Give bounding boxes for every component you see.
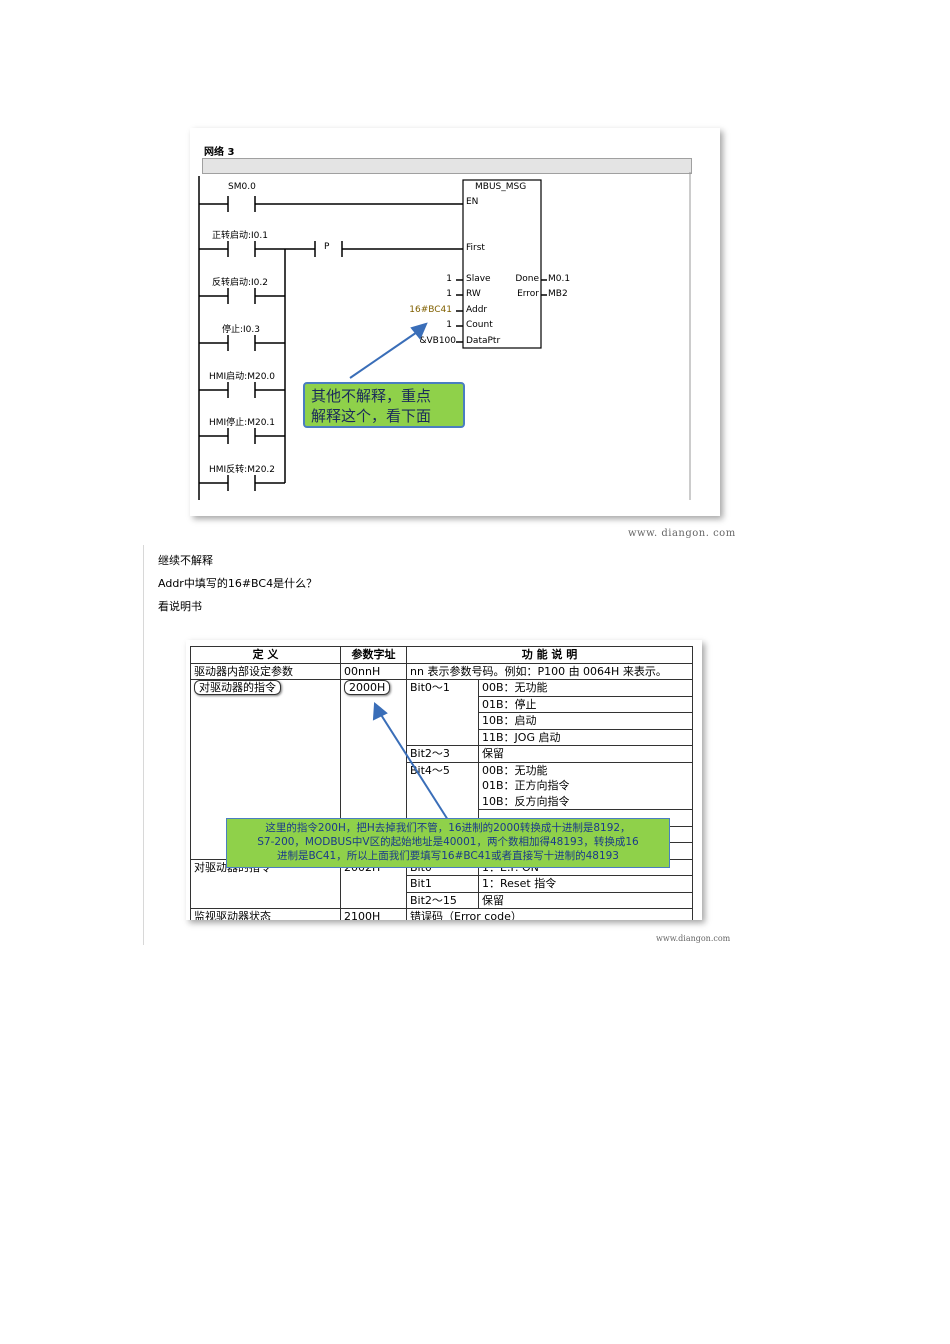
highlight-address: 2000H <box>344 680 391 695</box>
table-row: 01B：正方向指令 <box>191 778 693 794</box>
paragraph: 继续不解释 <box>158 554 213 567</box>
callout-note: 其他不解释，重点 解释这个，看下面 <box>303 382 465 428</box>
table-cell: 00B：无功能 <box>478 679 693 697</box>
input-value: 1 <box>446 274 452 284</box>
output-pin: Done <box>515 274 539 284</box>
callout-line: 这里的指令200H，把H去掉我们不管，16进制的2000转换成十进制是8192， <box>265 822 631 834</box>
callout-line: 进制是BC41，所以上面我们要填写16#BC41或者直接写十进制的48193 <box>277 850 619 862</box>
table-row: 监视驱动器状态 2100H 错误码（Error code） <box>190 908 693 920</box>
output-pin: Error <box>517 289 539 299</box>
table-row: 10B：反方向指令 <box>191 793 693 810</box>
output-value: MB2 <box>548 289 568 299</box>
table-row: 驱动器内部设定参数 00nnH nn 表示参数号码。例如：P100 由 0064… <box>190 662 693 680</box>
input-pin: DataPtr <box>466 336 501 346</box>
table-cell: Bit2～3 <box>406 745 479 763</box>
table-cell: 2100H <box>340 908 407 920</box>
first-pin: First <box>466 243 485 253</box>
table-cell: 10B：启动 <box>478 712 693 730</box>
table-cell: 00nnH <box>340 662 407 680</box>
table-cell: 01B：正方向指令 <box>478 778 693 794</box>
contact-label: 反转启动:I0.2 <box>212 278 268 288</box>
table-cell: 驱动器内部设定参数 <box>190 662 341 680</box>
table-cell: 保留 <box>478 891 693 909</box>
left-rule <box>143 545 144 945</box>
input-pin: RW <box>466 289 481 299</box>
network-comment-bar <box>202 158 692 174</box>
header-cell: 功 能 说 明 <box>406 646 693 664</box>
callout-line: S7-200，MODBUS中V区的起始地址是40001，两个数相加得48193，… <box>257 836 639 848</box>
table-row: Bit2～3 保留 <box>191 745 693 763</box>
callout-arrow <box>372 701 449 821</box>
paragraph: 看说明书 <box>158 600 202 613</box>
input-pin: Slave <box>466 274 491 284</box>
callout-line: 其他不解释，重点 <box>311 387 432 405</box>
highlight-definition: 对驱动器的指令 <box>194 680 281 695</box>
input-pin: Count <box>466 320 493 330</box>
contact-label: SM0.0 <box>228 182 256 192</box>
input-value: 1 <box>446 320 452 330</box>
contact-label: HMI反转:M20.2 <box>209 465 276 475</box>
table-cell: 00B：无功能 <box>478 761 693 778</box>
p-contact-label: P <box>324 242 330 252</box>
table-cell: 10B：反方向指令 <box>478 793 693 810</box>
ladder-wiring <box>198 172 691 500</box>
ladder-diagram-figure: 网络 3 <box>190 128 720 516</box>
table-row: Bit1 1：Reset 指令 <box>191 875 693 893</box>
callout-explanation: 这里的指令200H，把H去掉我们不管，16进制的2000转换成十进制是8192，… <box>226 818 670 868</box>
table-cell: Bit0～1 <box>406 679 479 746</box>
header-cell: 定 义 <box>190 646 341 664</box>
network-title: 网络 3 <box>204 147 235 158</box>
header-cell: 参数字址 <box>340 646 407 664</box>
table-header-row: 定 义 参数字址 功 能 说 明 <box>190 646 693 664</box>
watermark: www. diangon. com <box>628 528 736 539</box>
en-pin: EN <box>466 197 479 207</box>
input-value: 16#BC41 <box>409 305 452 315</box>
watermark: www.diangon.com <box>656 934 731 943</box>
contact-label: HMI启动:M20.0 <box>209 372 276 382</box>
callout-line: 解释这个，看下面 <box>311 407 432 425</box>
paragraph: Addr中填写的16#BC4是什么？ <box>158 577 318 590</box>
table-cell: 保留 <box>478 745 693 763</box>
table-cell: Bit2～15 <box>406 891 479 909</box>
table-row: Bit2～15 保留 <box>191 891 693 909</box>
table-cell: Bit1 <box>406 875 479 893</box>
input-value: 1 <box>446 289 452 299</box>
output-value: M0.1 <box>548 274 571 284</box>
table-cell: 11B：JOG 启动 <box>478 728 693 746</box>
table-row: 11B：JOG 启动 <box>191 728 693 746</box>
input-pin: Addr <box>466 305 488 315</box>
contact-label: 正转启动:I0.1 <box>212 231 268 241</box>
table-cell: 监视驱动器状态 <box>190 908 341 920</box>
table-cell: 错误码（Error code） <box>406 908 693 920</box>
block-name: MBUS_MSG <box>475 182 527 192</box>
table-cell: 01B：停止 <box>478 695 693 713</box>
contact-label: 停止:I0.3 <box>222 325 260 335</box>
contact-label: HMI停止:M20.1 <box>209 418 276 428</box>
input-value: &VB100 <box>419 336 456 346</box>
table-cell: 1：Reset 指令 <box>478 875 693 893</box>
table-cell: nn 表示参数号码。例如：P100 由 0064H 来表示。 <box>406 662 693 680</box>
